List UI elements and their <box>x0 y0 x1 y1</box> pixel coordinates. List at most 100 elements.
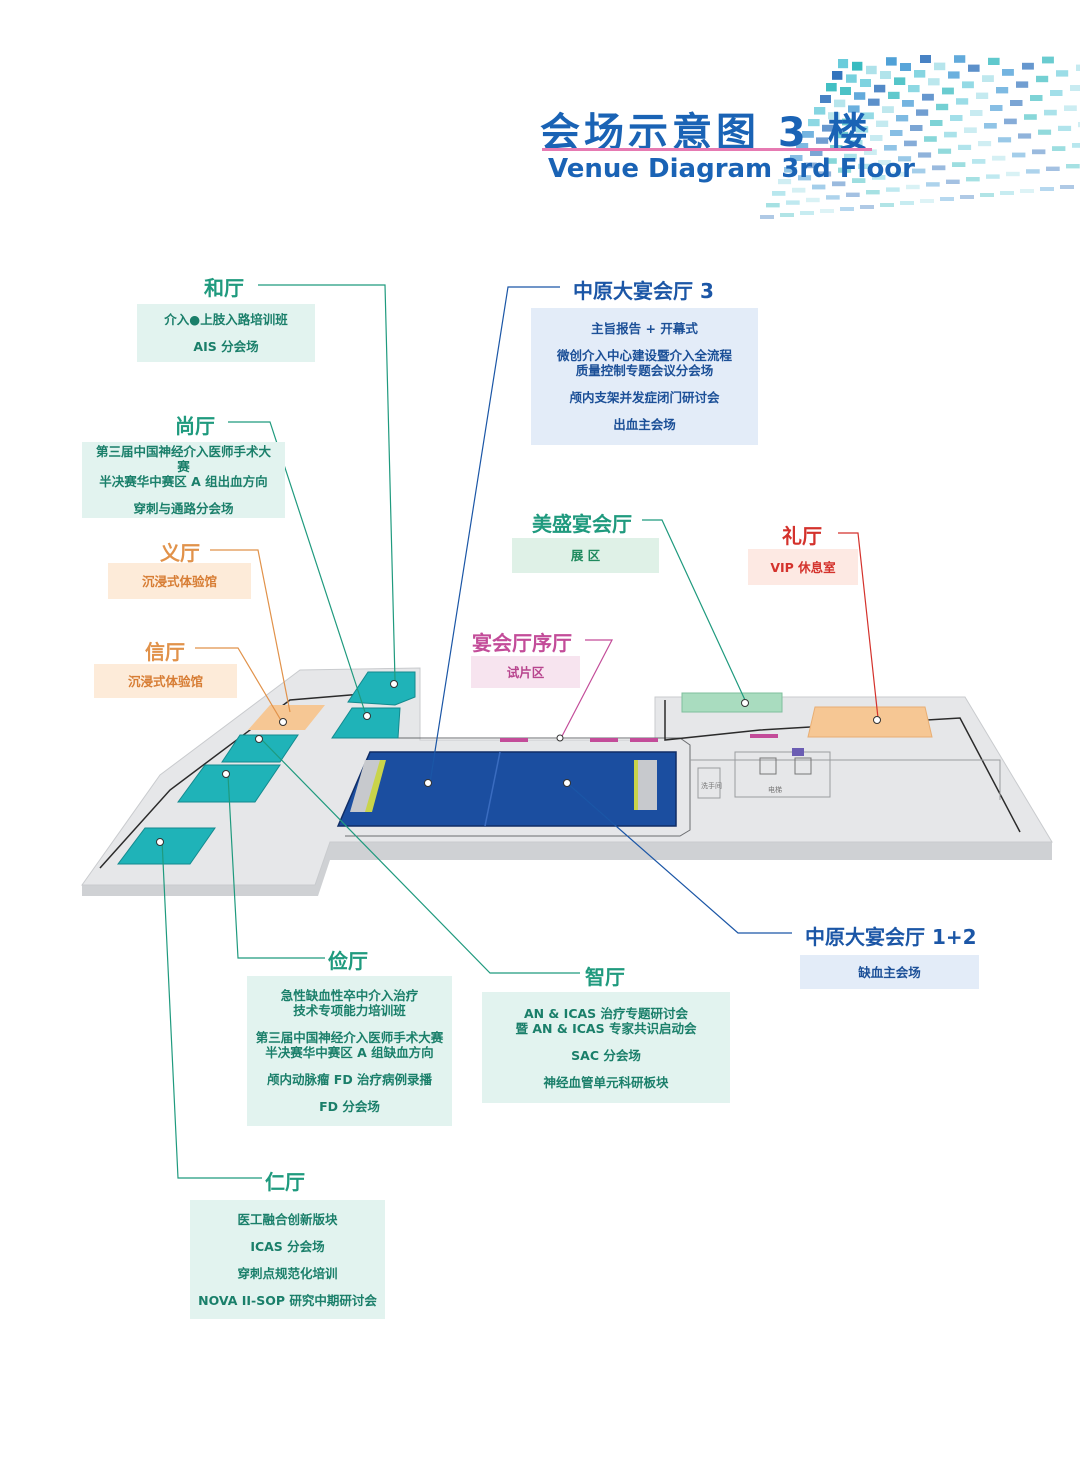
deco-tile <box>924 136 937 142</box>
deco-tile <box>1032 149 1046 155</box>
deco-tile <box>1016 81 1029 88</box>
stage-left-edge <box>365 760 386 812</box>
deco-tile <box>838 59 849 69</box>
room-meisheng <box>681 692 783 713</box>
strip-3 <box>630 738 658 742</box>
deco-tile <box>886 57 897 66</box>
hall-item: 沉浸式体验馆 <box>127 673 203 689</box>
deco-tile <box>900 63 911 71</box>
room-elevator <box>734 751 831 798</box>
deco-tile <box>792 187 806 193</box>
deco-tile <box>818 171 832 177</box>
deco-tile <box>872 175 886 180</box>
deco-tile <box>888 91 900 99</box>
room-he <box>347 671 416 706</box>
deco-tile <box>954 55 966 63</box>
deco-tile <box>916 109 929 116</box>
wall-outline-main <box>345 737 691 837</box>
deco-tile <box>858 163 872 169</box>
hall-item: ICAS 分会场 <box>250 1238 325 1254</box>
deco-tile <box>982 75 994 82</box>
deco-tile <box>938 148 952 154</box>
deco-tile <box>804 162 817 169</box>
deco-tile <box>766 203 780 208</box>
hall-box-xin: 沉浸式体验馆 <box>94 664 237 698</box>
deco-tile <box>842 118 854 126</box>
deco-tile <box>1024 114 1037 120</box>
deco-tile <box>772 191 786 196</box>
deco-tile <box>990 105 1003 111</box>
hall-item: VIP 休息室 <box>770 559 836 575</box>
deco-tile <box>920 55 931 63</box>
stage-right <box>637 760 657 810</box>
deco-tile <box>908 85 920 93</box>
deco-tile <box>816 137 829 144</box>
hall-divider <box>484 751 501 827</box>
deco-tile <box>1066 164 1080 169</box>
deco-tile <box>870 135 883 141</box>
deco-tile <box>988 57 1000 65</box>
deco-tile <box>976 92 989 99</box>
hall-box-meisheng: 展 区 <box>512 538 659 573</box>
strip-4 <box>750 734 778 738</box>
decorative-grid-graphic <box>760 55 1080 219</box>
deco-tile <box>920 199 934 203</box>
hall-item: AN & ICAS 治疗专题研讨会 暨 AN & ICAS 专家共识启动会 <box>515 1005 697 1036</box>
deco-tile <box>886 187 900 192</box>
deco-tile <box>984 123 997 129</box>
deco-tile <box>926 182 940 187</box>
deco-tile <box>986 174 1000 179</box>
hall-item: 微创介入中心建设暨介入全流程 质量控制专题会议分会场 <box>556 348 732 378</box>
deco-tile <box>1052 146 1066 151</box>
deco-tile <box>890 130 903 136</box>
deco-tile <box>866 190 880 195</box>
hall-name-xuting: 宴会厅序厅 <box>472 631 572 655</box>
marker-zy12 <box>563 779 571 787</box>
deco-tile <box>1044 109 1057 116</box>
room-yi <box>248 705 325 730</box>
room-zhi <box>221 734 299 763</box>
deco-tile <box>1042 56 1054 64</box>
deco-tile <box>796 143 809 150</box>
deco-tile <box>992 155 1006 161</box>
deco-tile <box>958 144 972 150</box>
hall-name-yi: 义厅 <box>160 541 200 565</box>
leader-li <box>838 532 879 719</box>
hall-item: 出血主会场 <box>613 417 676 432</box>
deco-tile <box>834 99 846 108</box>
deco-tile <box>806 197 820 203</box>
leader-he <box>258 284 396 681</box>
deco-tile <box>784 167 797 173</box>
marker-zy3 <box>424 779 432 787</box>
hall-name-xin: 信厅 <box>145 640 185 664</box>
deco-tile <box>802 131 814 138</box>
hall-box-xuting: 试片区 <box>471 656 580 688</box>
marker-jian <box>222 770 230 778</box>
deco-tile <box>844 153 857 160</box>
hall-item: 展 区 <box>570 548 601 563</box>
hall-item: 穿刺与通路分会场 <box>133 501 234 516</box>
hall-item: 试片区 <box>506 664 545 680</box>
deco-tile <box>1076 64 1080 71</box>
page-subtitle: Venue Diagram 3rd Floor <box>548 154 915 184</box>
room-li <box>807 706 933 738</box>
hall-item: 颅内动脉瘤 FD 治疗病例录播 <box>266 1072 433 1087</box>
deco-tile <box>914 70 926 78</box>
hall-item: 沉浸式体验馆 <box>141 573 217 589</box>
deco-tile <box>918 152 932 158</box>
deco-tile <box>946 179 960 184</box>
deco-tile <box>862 112 874 120</box>
deco-tile <box>878 160 892 166</box>
hall-name-zhongyuan-1-2: 中原大宴会厅 1+2 <box>805 925 977 949</box>
deco-tile <box>978 141 992 147</box>
deco-tile <box>874 84 886 93</box>
deco-tile <box>936 103 949 111</box>
deco-tile <box>850 140 863 146</box>
hall-box-li: VIP 休息室 <box>748 549 858 585</box>
deco-tile <box>824 158 837 164</box>
deco-tile <box>856 126 869 133</box>
deco-tile <box>838 167 852 173</box>
